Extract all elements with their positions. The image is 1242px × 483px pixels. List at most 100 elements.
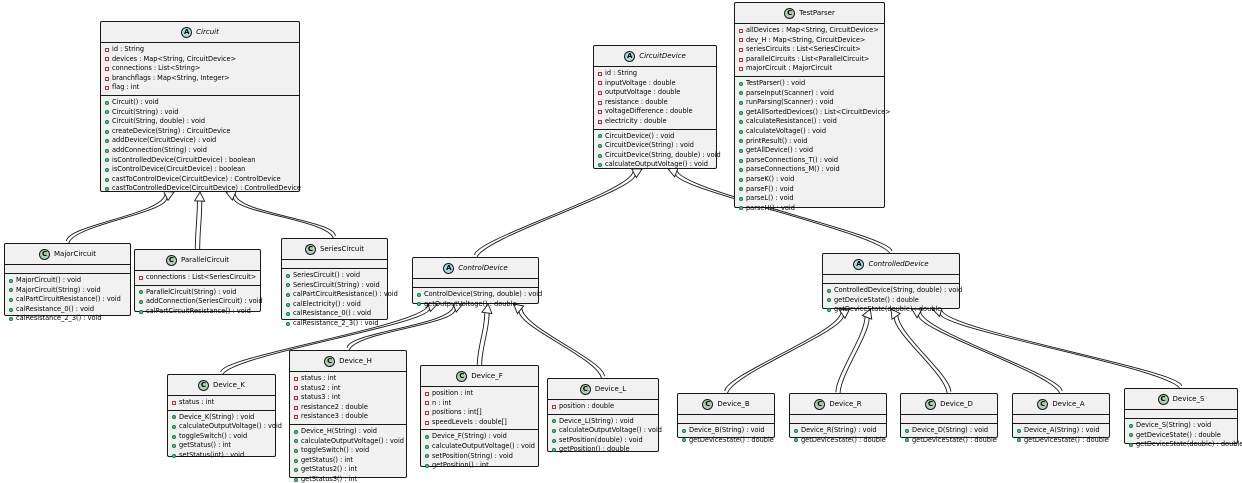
class-name: CircuitDevice (639, 52, 686, 60)
method-text: CircuitDevice() : void (605, 131, 675, 140)
field-row: electricity : double (594, 117, 716, 127)
method-row: castToControlDevice(CircuitDevice) : Con… (101, 175, 299, 185)
class-icon: C (702, 398, 714, 410)
edge-line (476, 312, 486, 365)
private-visibility-icon (552, 404, 556, 409)
public-visibility-icon (739, 100, 743, 105)
method-text: parseConnections_M() : void (746, 165, 840, 174)
method-row: CircuitDevice(String, double) : void (594, 151, 721, 161)
method-row: Device_K(String) : void (168, 413, 275, 423)
method-row: Device_B(String) : void (678, 426, 774, 436)
public-visibility-icon (105, 187, 109, 192)
public-visibility-icon (105, 158, 109, 163)
public-visibility-icon (739, 206, 743, 211)
field-row: resistance : double (594, 98, 716, 108)
public-visibility-icon (425, 435, 429, 440)
field-text: allDevices : Map<String, CircuitDevice> (746, 26, 879, 34)
class-name: Device_A (1052, 400, 1085, 408)
public-visibility-icon (9, 307, 13, 312)
method-row: calculateVoltage() : void (735, 127, 884, 137)
inheritance-edge (667, 166, 893, 256)
edge-line (234, 193, 336, 237)
method-text: getDeviceState() : double (689, 435, 774, 444)
edge-line (726, 315, 844, 395)
field-row: status3 : int (290, 393, 406, 403)
public-visibility-icon (905, 428, 909, 433)
field-text: inputVoltage : double (605, 78, 676, 87)
edge-line (941, 309, 1183, 387)
public-visibility-icon (294, 448, 298, 453)
private-visibility-icon (598, 81, 602, 86)
public-visibility-icon (794, 428, 798, 433)
method-row: Device_D(String) : void (901, 426, 997, 436)
inheritance-edge (193, 191, 206, 250)
edge-line (220, 304, 429, 373)
abstract-class-icon: A (181, 26, 193, 38)
inheritance-edge (910, 308, 1063, 396)
method-text: Device_F(String) : void (432, 432, 507, 441)
field-row: speedLevels : double[] (421, 418, 538, 428)
method-text: Circuit(String, double) : void (112, 117, 206, 126)
private-visibility-icon (105, 86, 109, 91)
method-text: Device_A(String) : void (1024, 426, 1100, 434)
fields-section: allDevices : Map<String, CircuitDevice>d… (735, 24, 884, 76)
private-visibility-icon (294, 376, 298, 381)
public-visibility-icon (598, 143, 602, 148)
field-row: status : int (290, 374, 406, 384)
private-visibility-icon (739, 57, 743, 62)
method-row: Device_F(String) : void (421, 432, 538, 442)
method-row: getAllDevice() : void (735, 146, 884, 156)
inheritance-edge (474, 168, 643, 260)
public-visibility-icon (739, 120, 743, 125)
method-text: calPartCircuitResistance() : void (16, 295, 121, 304)
edge-line (474, 171, 634, 256)
field-text: electricity : double (605, 116, 667, 125)
field-row: resistance3 : double (290, 412, 406, 422)
field-row: id : String (101, 45, 299, 55)
method-text: SeriesCircuit(String) : void (293, 280, 380, 289)
class-icon: C (814, 398, 826, 410)
edge-line (521, 307, 605, 377)
method-row: Device_H(String) : void (290, 427, 406, 437)
method-row: printResult() : void (735, 137, 884, 147)
private-visibility-icon (598, 90, 602, 95)
public-visibility-icon (739, 158, 743, 163)
public-visibility-icon (294, 458, 298, 463)
edge-line (68, 197, 168, 246)
method-text: castToControlDevice(CircuitDevice) : Con… (112, 174, 281, 183)
public-visibility-icon (294, 468, 298, 473)
private-visibility-icon (425, 401, 429, 406)
method-text: parseH() : void (746, 203, 795, 212)
class-name: Device_R (829, 400, 862, 408)
method-row: getStatus() : int (168, 441, 275, 451)
private-visibility-icon (598, 110, 602, 115)
method-text: toggleSwitch() : void (179, 431, 248, 440)
field-row: id : String (594, 69, 716, 79)
class-name: Device_S (1172, 395, 1205, 403)
abstract-class-icon: A (624, 50, 636, 62)
class-name: TestParser (799, 9, 835, 17)
field-text: id : String (112, 45, 145, 53)
edge-line (348, 309, 456, 353)
fields-section (1013, 415, 1109, 423)
edge-line (232, 197, 335, 241)
inheritance-edge (835, 308, 873, 394)
public-visibility-icon (294, 477, 298, 482)
method-text: Device_L(String) : void (559, 416, 634, 425)
public-visibility-icon (105, 139, 109, 144)
field-row: outputVoltage : double (594, 88, 716, 98)
method-row: ControlledDevice(String, double) : void (823, 286, 962, 296)
inheritance-arrowhead (861, 308, 873, 320)
method-row: calPartCircuitResistance() : void (5, 295, 130, 305)
method-text: printResult() : void (746, 136, 808, 145)
